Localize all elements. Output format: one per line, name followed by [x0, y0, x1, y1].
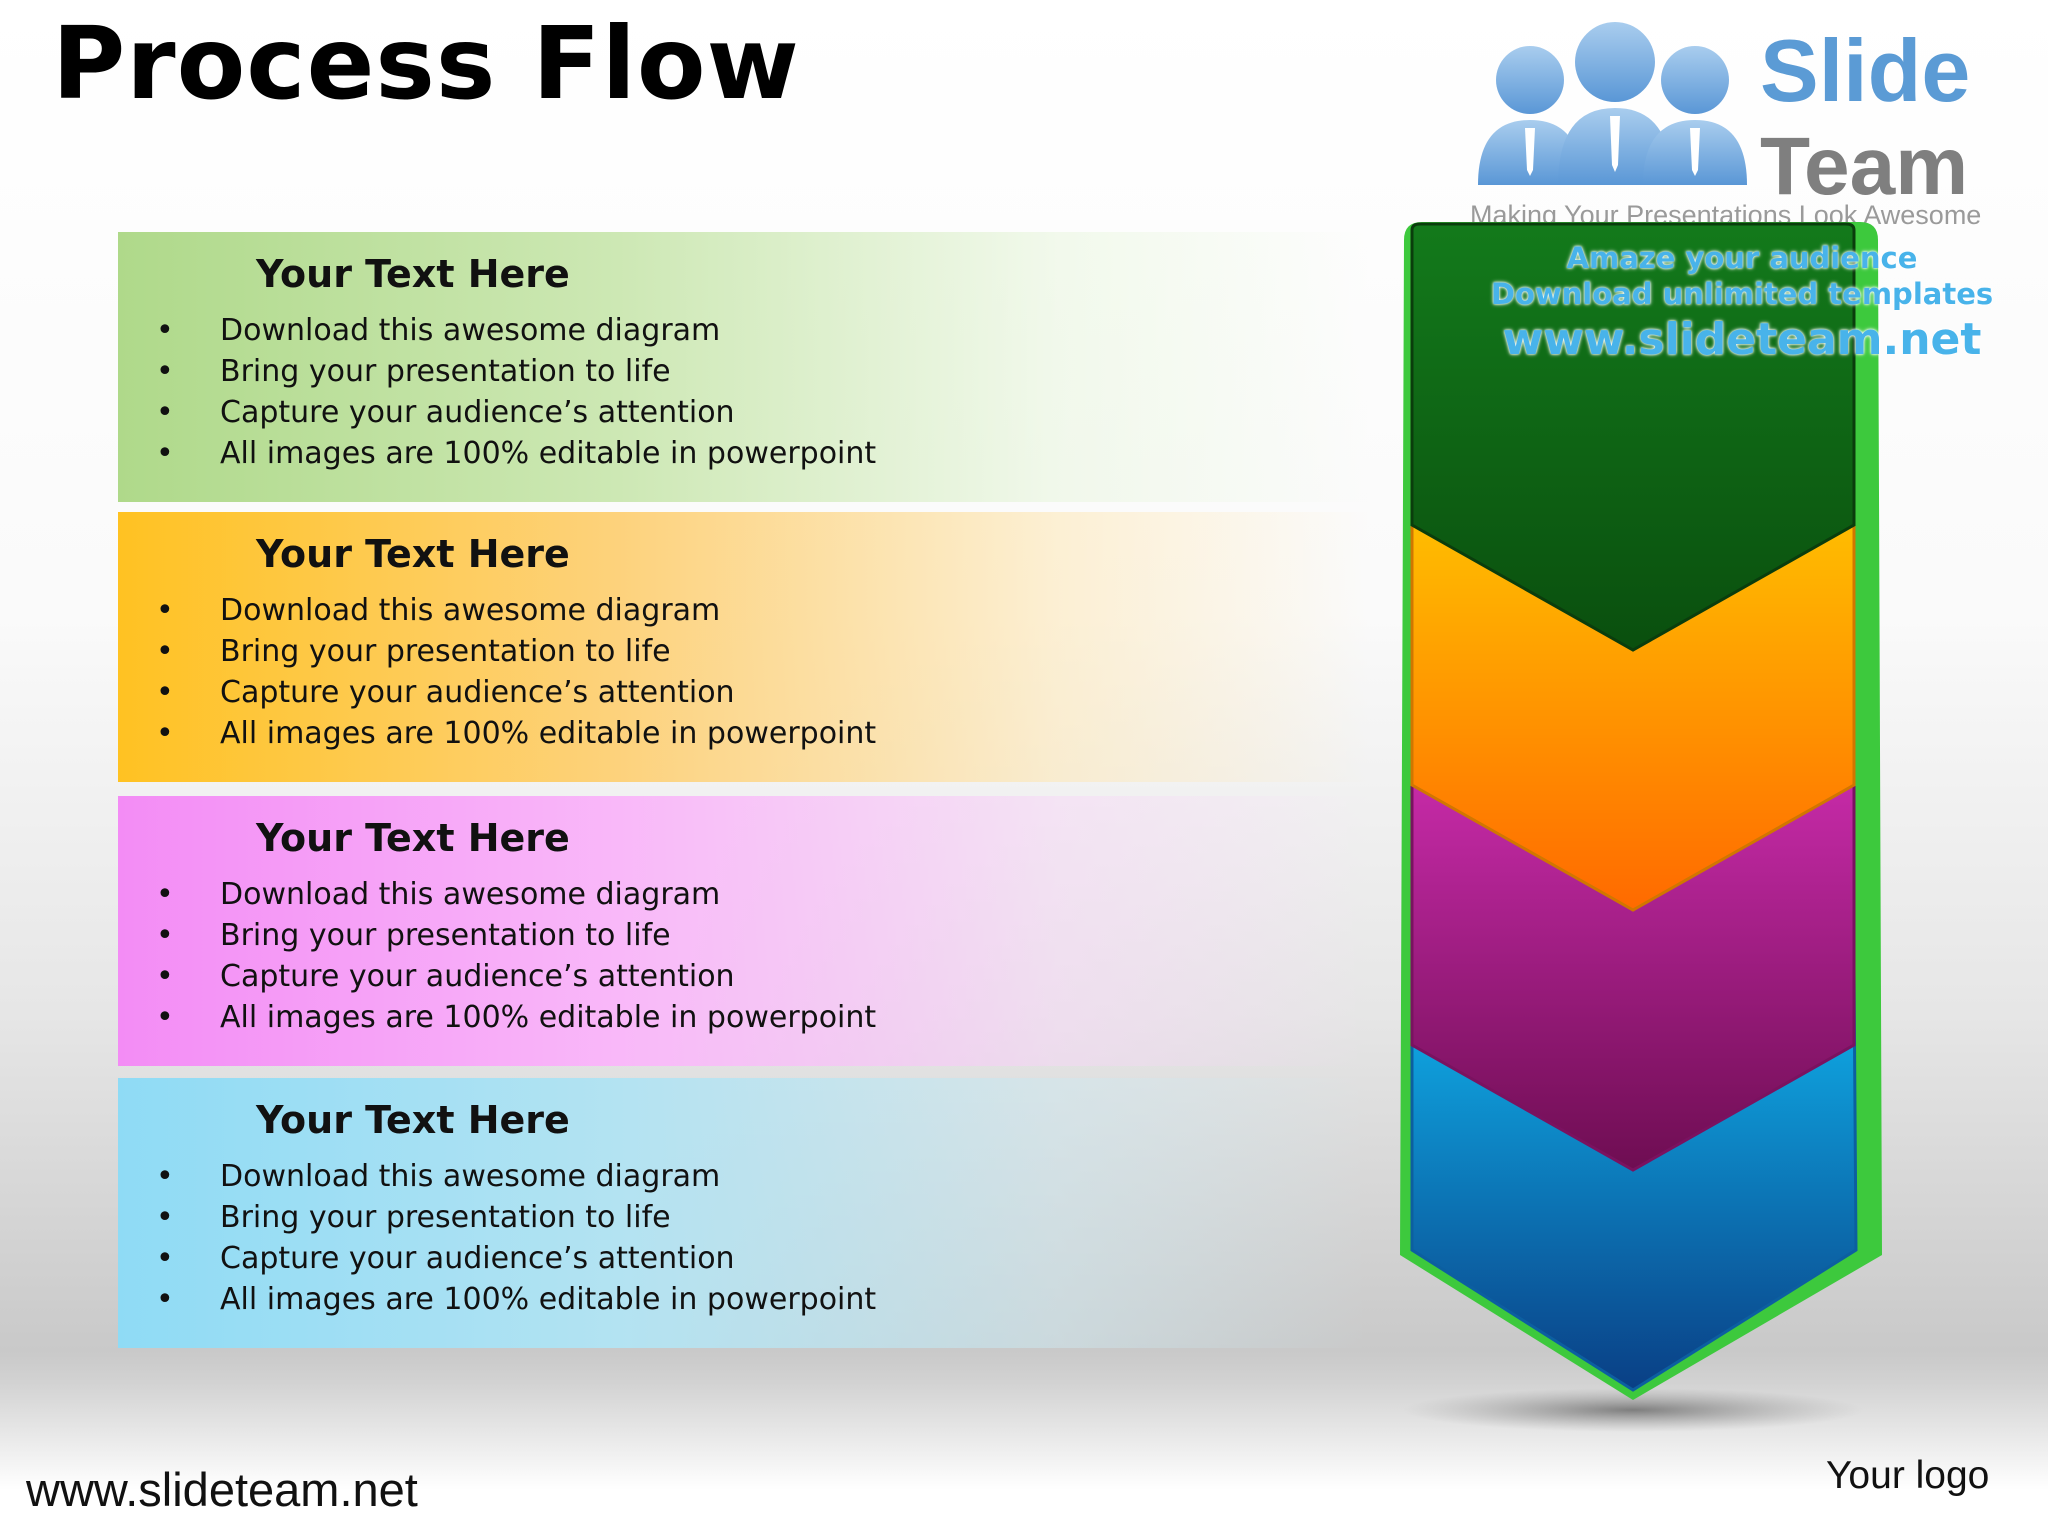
text-panel-pink: Your Text Here Download this awesome dia…: [118, 796, 1368, 1066]
text-panel-green: Your Text Here Download this awesome dia…: [118, 232, 1368, 502]
watermark-line-1: Amaze your audience: [1566, 241, 1918, 275]
bullet-list: Download this awesome diagram Bring your…: [118, 1156, 876, 1320]
bullet-item: All images are 100% editable in powerpoi…: [118, 1279, 876, 1320]
watermark-line-2: Download unlimited templates: [1490, 277, 1994, 311]
bullet-item: Bring your presentation to life: [118, 351, 876, 392]
bullet-item: All images are 100% editable in powerpoi…: [118, 433, 876, 474]
arrow-shadow: [1403, 1388, 1863, 1432]
process-arrow: [1400, 222, 1882, 1432]
watermark: Amaze your audience Download unlimited t…: [1472, 240, 2012, 368]
bullet-item: Capture your audience’s attention: [118, 1238, 876, 1279]
brand-slide: Slide: [1760, 21, 1971, 120]
panel-heading: Your Text Here: [256, 816, 570, 860]
bullet-item: Download this awesome diagram: [118, 1156, 876, 1197]
bullet-item: Bring your presentation to life: [118, 1197, 876, 1238]
bullet-item: Bring your presentation to life: [118, 915, 876, 956]
watermark-url: www.slideteam.net: [1502, 314, 1982, 365]
bullet-item: All images are 100% editable in powerpoi…: [118, 713, 876, 754]
panel-heading: Your Text Here: [256, 252, 570, 296]
arrow-step-1: [1410, 222, 1856, 652]
panel-heading: Your Text Here: [256, 1098, 570, 1142]
bullet-item: Capture your audience’s attention: [118, 956, 876, 997]
brand-team: Team: [1760, 121, 1969, 212]
slideteam-logo: Slide Team Making Your Presentations Loo…: [1470, 20, 2020, 240]
footer-url: www.slideteam.net: [26, 1463, 418, 1516]
panel-heading: Your Text Here: [256, 532, 570, 576]
people-icon: [1478, 22, 1747, 185]
bullet-item: All images are 100% editable in powerpoi…: [118, 997, 876, 1038]
footer-logo-text: Your logo: [1826, 1454, 1990, 1497]
bullet-item: Capture your audience’s attention: [118, 392, 876, 433]
text-panel-orange: Your Text Here Download this awesome dia…: [118, 512, 1368, 782]
bullet-item: Download this awesome diagram: [118, 310, 876, 351]
bullet-item: Download this awesome diagram: [118, 590, 876, 631]
bullet-list: Download this awesome diagram Bring your…: [118, 590, 876, 754]
slide-title: Process Flow: [52, 5, 800, 122]
bullet-item: Bring your presentation to life: [118, 631, 876, 672]
text-panel-blue: Your Text Here Download this awesome dia…: [118, 1078, 1368, 1348]
bullet-item: Download this awesome diagram: [118, 874, 876, 915]
bullet-item: Capture your audience’s attention: [118, 672, 876, 713]
bullet-list: Download this awesome diagram Bring your…: [118, 310, 876, 474]
bullet-list: Download this awesome diagram Bring your…: [118, 874, 876, 1038]
